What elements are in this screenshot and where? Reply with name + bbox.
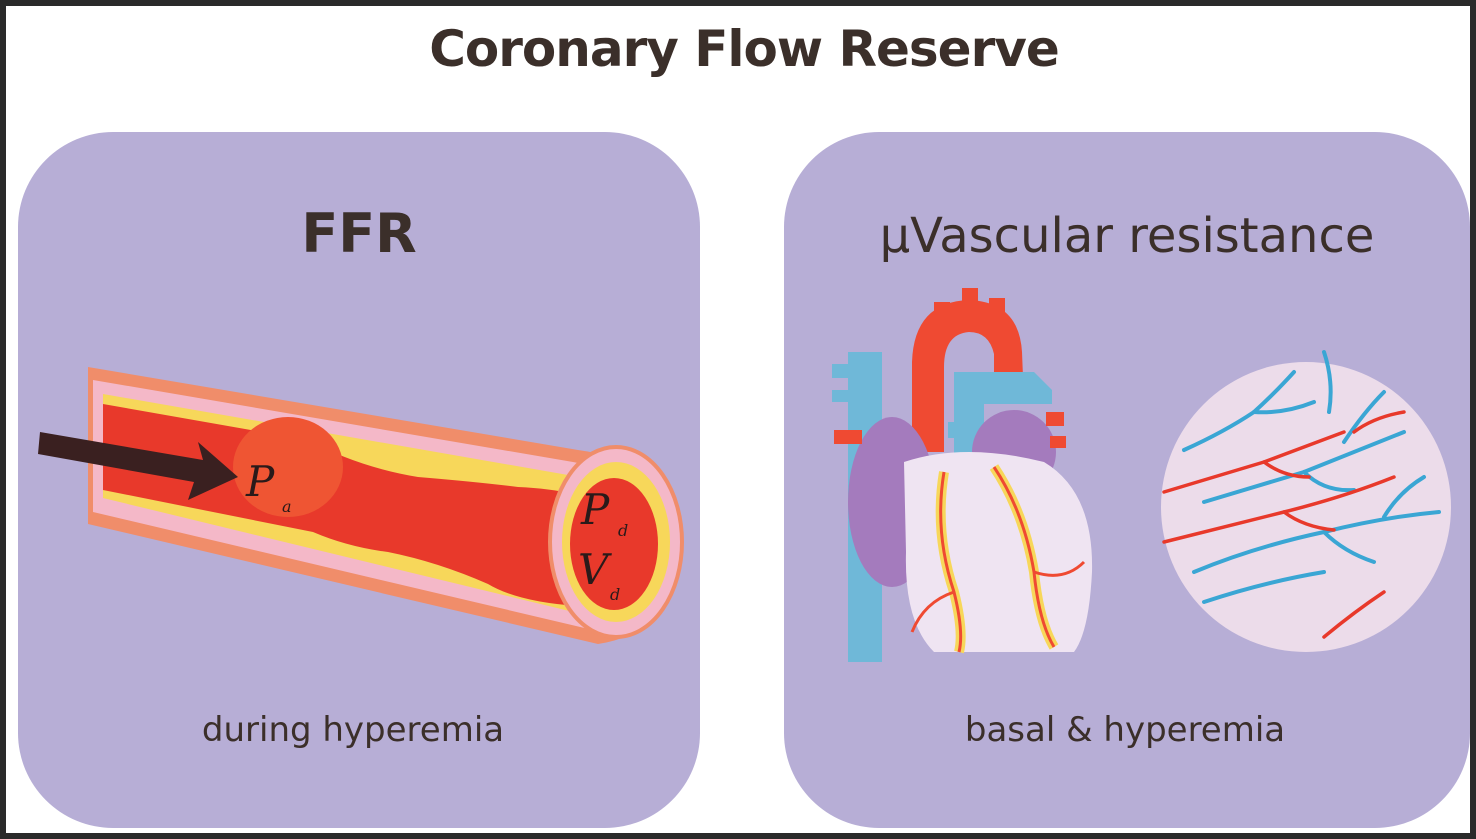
ffr-panel: FFR P a P d V d during hypere <box>18 132 700 828</box>
stenosed-vessel-illustration: P a P d V d <box>38 367 684 644</box>
microvascular-panel: µVascular resistance <box>784 132 1470 828</box>
velocity-subscript: d <box>610 585 620 604</box>
vessel-cross-section-lumen <box>570 478 658 610</box>
microvascular-panel-title: µVascular resistance <box>879 208 1375 264</box>
pressure-symbol-proximal: P <box>245 457 275 506</box>
pressure-subscript-proximal: a <box>282 497 292 516</box>
pressure-symbol-distal: P <box>580 485 610 534</box>
figure-title: Coronary Flow Reserve <box>429 20 1060 78</box>
ffr-panel-caption: during hyperemia <box>201 710 505 750</box>
ventricles <box>904 452 1093 652</box>
velocity-symbol: V <box>578 545 612 594</box>
flow-arrow <box>38 432 238 500</box>
microvasculature-magnified-view <box>1161 350 1451 652</box>
pressure-subscript-distal: d <box>618 521 628 540</box>
ffr-panel-title: FFR <box>301 202 417 265</box>
heart-microvasculature-illustration <box>832 288 1451 662</box>
microvascular-panel-caption: basal & hyperemia <box>964 710 1286 750</box>
pressure-zone-proximal <box>233 417 343 517</box>
heart-icon <box>832 288 1093 662</box>
aorta <box>912 300 1024 452</box>
